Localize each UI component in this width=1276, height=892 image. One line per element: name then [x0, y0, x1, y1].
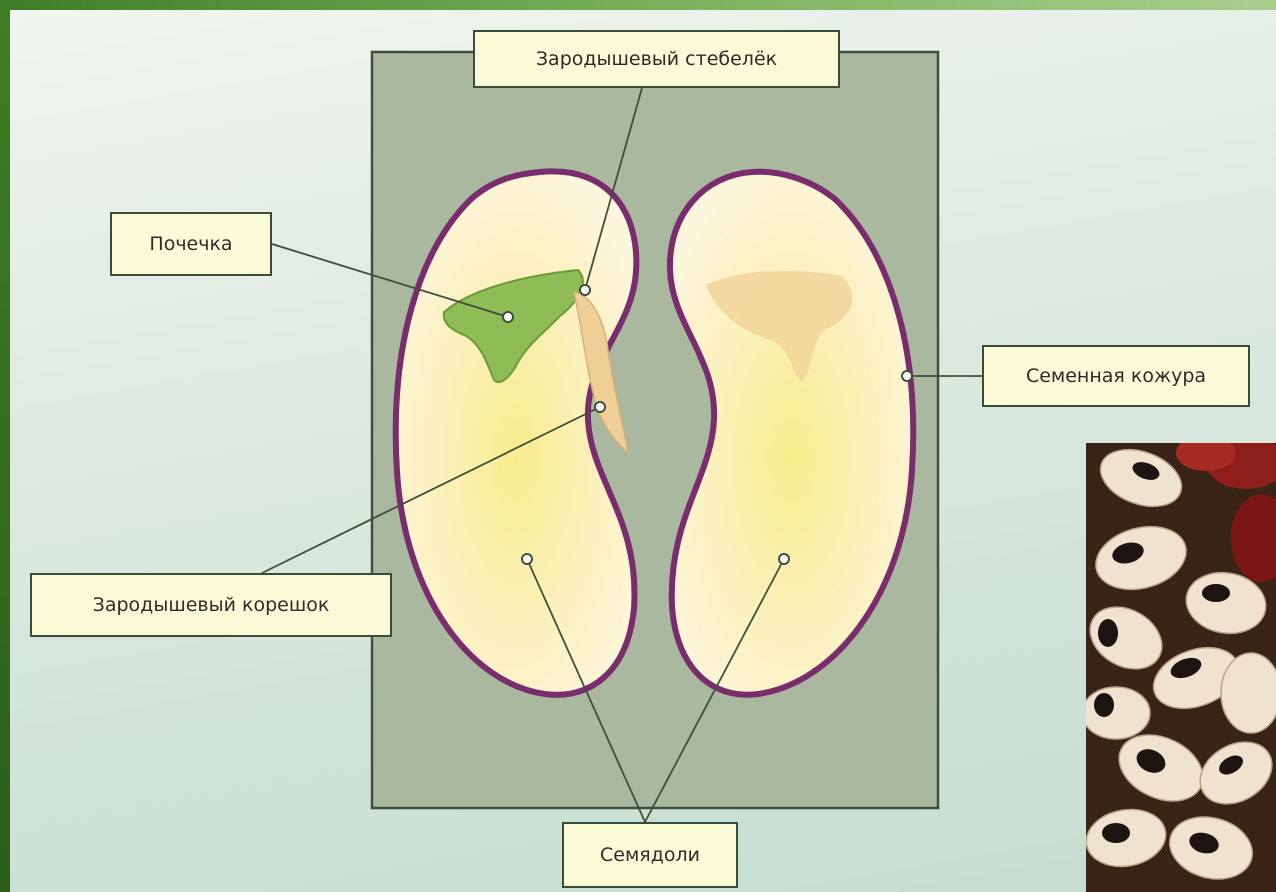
- beans-photo: [1086, 443, 1276, 892]
- label-embryo-root: Зародышевый корешок: [30, 573, 392, 637]
- label-embryo-stem: Зародышевый стебелёк: [473, 30, 840, 88]
- pointer-dot-stem: [580, 285, 590, 295]
- label-bud: Почечка: [110, 212, 272, 276]
- pointer-dot-coat: [902, 371, 912, 381]
- pointer-dot-cotyledon-left: [522, 554, 532, 564]
- pointer-dot-cotyledon-right: [779, 554, 789, 564]
- pointer-dot-root: [595, 402, 605, 412]
- black-eyed-beans-image: [1086, 443, 1276, 892]
- pointer-dot-bud: [503, 312, 513, 322]
- label-seed-coat: Семенная кожура: [982, 345, 1250, 407]
- label-cotyledons: Семядоли: [562, 822, 738, 888]
